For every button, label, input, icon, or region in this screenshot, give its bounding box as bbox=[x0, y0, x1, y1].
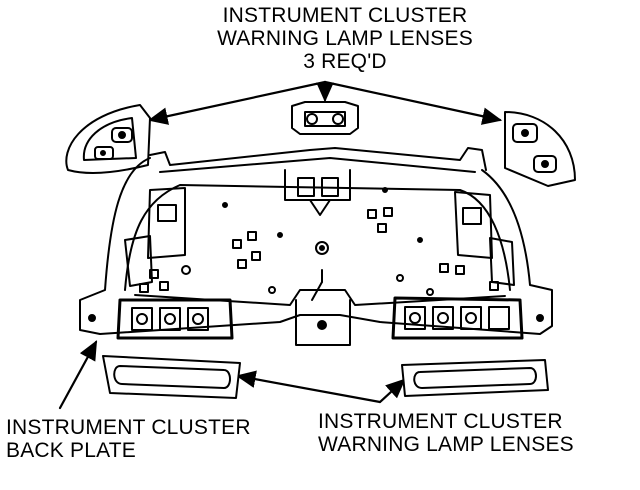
lamp-lens-bottom-left bbox=[102, 355, 241, 399]
bottom-lenses-callout-label: INSTRUMENT CLUSTER WARNING LAMP LENSES bbox=[318, 410, 574, 456]
back-plate-callout-label: INSTRUMENT CLUSTER BACK PLATE bbox=[6, 416, 251, 462]
back-plate-label-line-1: INSTRUMENT CLUSTER bbox=[6, 416, 251, 439]
lamp-lens-top-right bbox=[504, 111, 576, 187]
leader-lines bbox=[58, 80, 503, 410]
cluster-back-plate bbox=[79, 147, 553, 346]
top-label-line-2: WARNING LAMP LENSES bbox=[217, 27, 473, 50]
lamp-lens-bottom-right bbox=[401, 359, 549, 397]
bottom-lenses-label-line-2: WARNING LAMP LENSES bbox=[318, 433, 574, 456]
bottom-lenses-label-line-1: INSTRUMENT CLUSTER bbox=[318, 410, 563, 433]
back-plate-label-line-2: BACK PLATE bbox=[6, 439, 136, 462]
lamp-lens-top-left bbox=[65, 104, 151, 174]
top-label-line-1: INSTRUMENT CLUSTER bbox=[222, 4, 468, 27]
lamp-lens-top-center bbox=[291, 101, 359, 135]
top-label-line-3: 3 REQ'D bbox=[303, 50, 387, 73]
top-callout-label: INSTRUMENT CLUSTER WARNING LAMP LENSES 3… bbox=[150, 4, 540, 73]
